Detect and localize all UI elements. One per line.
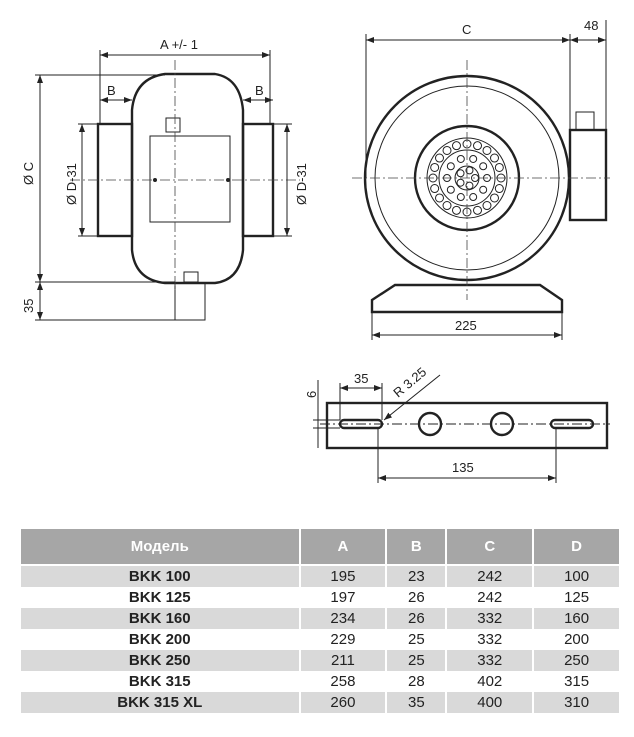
- column-header: C: [445, 527, 535, 566]
- dim-35-label: 35: [21, 299, 36, 313]
- impeller-hole: [456, 154, 465, 163]
- impeller-hole: [442, 145, 452, 155]
- impeller-hole: [430, 184, 440, 194]
- column-header: A: [298, 527, 388, 566]
- value-cell: 23: [385, 565, 448, 587]
- value-cell: 234: [298, 608, 388, 629]
- value-cell: 200: [532, 629, 621, 650]
- bracket-view: 35 6 R 3.25 135: [304, 364, 610, 483]
- impeller-hole: [430, 162, 440, 172]
- value-cell: 197: [298, 587, 388, 608]
- dim-d-right-label: Ø D-31: [294, 163, 309, 205]
- column-header: D: [532, 527, 621, 566]
- column-header: B: [385, 527, 448, 566]
- impeller-hole: [465, 181, 474, 190]
- model-cell: BKK 315 XL: [19, 692, 301, 713]
- impeller-hole: [479, 185, 488, 194]
- value-cell: 310: [532, 692, 621, 713]
- side-view: A +/- 1 B B Ø C Ø D-31 Ø D-31 35: [21, 37, 309, 321]
- model-cell: BKK 200: [19, 629, 301, 650]
- impeller-hole: [451, 141, 461, 151]
- value-cell: 26: [385, 608, 448, 629]
- impeller-hole: [490, 193, 500, 203]
- value-cell: 402: [445, 671, 535, 692]
- technical-drawing: A +/- 1 B B Ø C Ø D-31 Ø D-31 35 C: [21, 18, 610, 483]
- impeller-hole: [446, 162, 455, 171]
- value-cell: 25: [385, 650, 448, 671]
- impeller-hole: [473, 141, 483, 151]
- impeller-hole: [446, 185, 455, 194]
- impeller-hole: [490, 153, 500, 163]
- impeller-hole: [482, 201, 492, 211]
- dim-c-label: Ø C: [21, 162, 36, 185]
- value-cell: 400: [445, 692, 535, 713]
- value-cell: 26: [385, 587, 448, 608]
- value-cell: 332: [445, 608, 535, 629]
- impeller-hole: [494, 162, 504, 172]
- impeller-hole: [469, 193, 478, 202]
- value-cell: 260: [298, 692, 388, 713]
- value-cell: 28: [385, 671, 448, 692]
- model-cell: BKK 125: [19, 587, 301, 608]
- dim-c-front-label: C: [462, 22, 471, 37]
- column-header: Модель: [19, 527, 301, 566]
- dim-d-left-label: Ø D-31: [64, 163, 79, 205]
- bracket-radius-label: R 3.25: [390, 364, 429, 400]
- impeller-hole: [442, 201, 452, 211]
- impeller-hole: [451, 205, 461, 215]
- impeller-hole: [434, 153, 444, 163]
- impeller-hole: [456, 169, 465, 178]
- model-cell: BKK 160: [19, 608, 301, 629]
- model-cell: BKK 315: [19, 671, 301, 692]
- bracket-dim-135-label: 135: [452, 460, 474, 475]
- dim-48-label: 48: [584, 18, 598, 33]
- value-cell: 242: [445, 587, 535, 608]
- value-cell: 332: [445, 629, 535, 650]
- dim-225-label: 225: [455, 318, 477, 333]
- model-cell: BKK 100: [19, 565, 301, 587]
- impeller-hole: [494, 184, 504, 194]
- value-cell: 211: [298, 650, 388, 671]
- impeller-hole: [473, 205, 483, 215]
- bracket-dim-35-label: 35: [354, 371, 368, 386]
- dim-b-right-label: B: [255, 83, 264, 98]
- value-cell: 258: [298, 671, 388, 692]
- value-cell: 195: [298, 565, 388, 587]
- value-cell: 125: [532, 587, 621, 608]
- impeller-hole: [456, 193, 465, 202]
- value-cell: 100: [532, 565, 621, 587]
- value-cell: 25: [385, 629, 448, 650]
- model-cell: BKK 250: [19, 650, 301, 671]
- impeller-hole: [456, 178, 465, 187]
- value-cell: 35: [385, 692, 448, 713]
- value-cell: 242: [445, 565, 535, 587]
- impeller-hole: [482, 145, 492, 155]
- value-cell: 315: [532, 671, 621, 692]
- dim-a-label: A +/- 1: [160, 37, 198, 52]
- impeller-hole: [469, 154, 478, 163]
- impeller-hole: [465, 166, 474, 175]
- value-cell: 160: [532, 608, 621, 629]
- impeller-hole: [479, 162, 488, 171]
- value-cell: 229: [298, 629, 388, 650]
- bracket-dim-6-label: 6: [304, 391, 319, 398]
- value-cell: 332: [445, 650, 535, 671]
- front-view: C 48 225: [352, 18, 610, 340]
- impeller-hole: [434, 193, 444, 203]
- dim-b-left-label: B: [107, 83, 116, 98]
- value-cell: 250: [532, 650, 621, 671]
